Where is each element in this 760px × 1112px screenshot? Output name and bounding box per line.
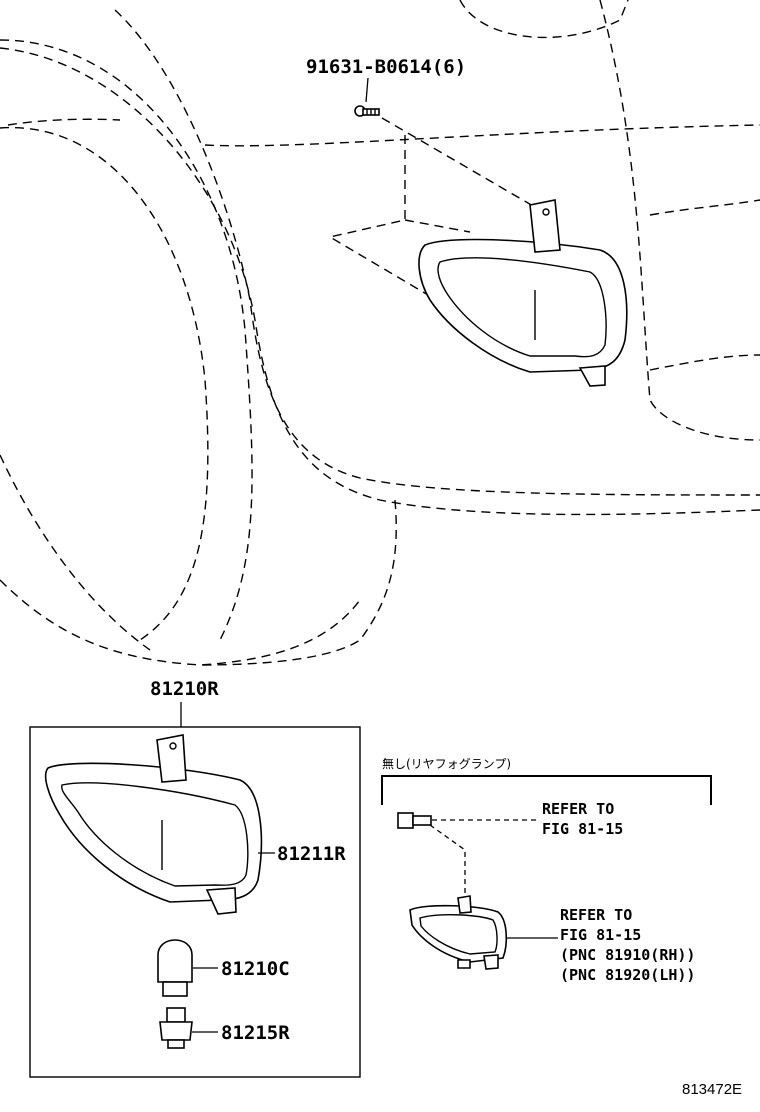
installed-lamp [418, 199, 628, 387]
variant-lamp [409, 895, 508, 970]
leader-bolt-top [365, 77, 369, 103]
label-housing: 81211R [277, 843, 346, 865]
label-socket: 81215R [221, 1022, 290, 1044]
label-bulb: 81210C [221, 958, 290, 980]
label-assembly: 81210R [150, 678, 219, 700]
bulb-81210c [157, 939, 193, 997]
label-refer-2-line2: FIG 81-15 [560, 926, 641, 944]
variant-bolt [397, 812, 432, 829]
bolt-91631 [354, 105, 380, 117]
label-refer-1-line2: FIG 81-15 [542, 820, 623, 838]
variant-guide [429, 824, 466, 900]
label-refer-2-line3: (PNC 81910(RH)) [560, 946, 695, 964]
mounting-guides [328, 117, 541, 306]
variant-bracket [381, 775, 712, 805]
assembly-box [29, 726, 361, 1078]
label-variant-note: 無し(リヤフォグランプ) [382, 756, 511, 771]
label-refer-2-line1: REFER TO [560, 906, 632, 924]
vehicle-body-outline [0, 0, 760, 666]
label-refer-1-line1: REFER TO [542, 800, 614, 818]
label-bolt-top: 91631-B0614(6) [306, 56, 466, 78]
diagram-id: 813472E [682, 1081, 742, 1098]
label-refer-2-line4: (PNC 81920(LH)) [560, 966, 695, 984]
lamp-housing-81211r [44, 734, 263, 915]
socket-81215r [159, 1007, 193, 1049]
